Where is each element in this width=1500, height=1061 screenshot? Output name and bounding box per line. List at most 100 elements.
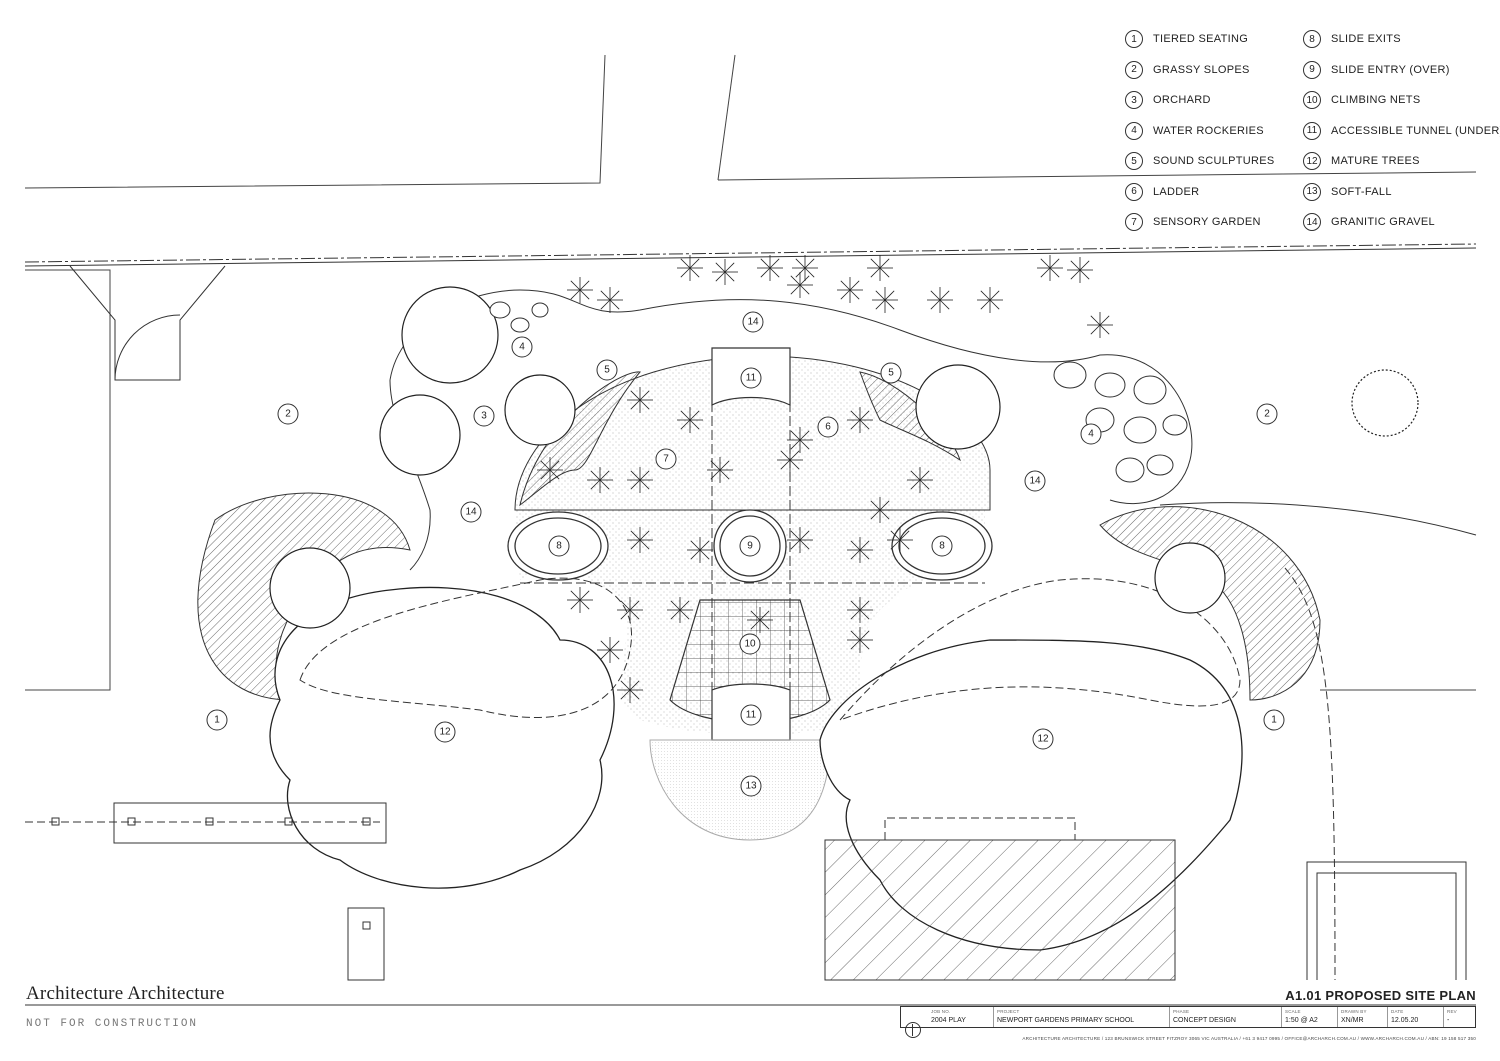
plant-icon (617, 597, 643, 623)
legend-label: GRANITIC GRAVEL (1331, 216, 1435, 228)
plan-callout-number: 5 (888, 368, 894, 379)
plan-callout: 1 (206, 709, 228, 731)
title-block-heading: PHASE (1173, 1009, 1190, 1014)
title-block-value: XN/MR (1341, 1017, 1364, 1024)
plant-icon (567, 277, 593, 303)
plant-icon (567, 587, 593, 613)
plan-callout: 9 (739, 535, 761, 557)
footer-contact: ARCHITECTURE ARCHITECTURE / 123 BRUNSWIC… (1022, 1036, 1476, 1041)
plan-callout-number: 11 (746, 373, 757, 384)
title-block-value: NEWPORT GARDENS PRIMARY SCHOOL (997, 1017, 1135, 1024)
plant-icon (687, 537, 713, 563)
plant-icon (977, 287, 1003, 313)
plan-callout: 2 (1256, 403, 1278, 425)
title-block-divider (1443, 1007, 1444, 1027)
plan-callout: 1 (1263, 709, 1285, 731)
plan-callout: 6 (817, 416, 839, 438)
legend-number: 12 (1303, 152, 1321, 170)
legend-item: 8 SLIDE EXITS (1303, 28, 1401, 50)
plant-icon (757, 255, 783, 281)
plan-callout-number: 2 (285, 409, 291, 420)
legend-item: 5 SOUND SCULPTURES (1125, 150, 1275, 172)
plant-icon (677, 255, 703, 281)
legend-label: WATER ROCKERIES (1153, 124, 1264, 137)
legend-number: 13 (1303, 182, 1321, 201)
legend-number: 2 (1125, 60, 1143, 79)
title-block-divider (1169, 1007, 1170, 1027)
plan-callout: 13 (740, 775, 762, 797)
title-block-value: 12.05.20 (1391, 1017, 1419, 1024)
plan-callout: 14 (460, 501, 482, 523)
legend-number: 10 (1303, 91, 1321, 109)
plan-callout: 12 (1032, 728, 1054, 750)
plant-icon (1037, 255, 1063, 281)
plan-callout-number: 9 (747, 541, 753, 552)
legend-label: ACCESSIBLE TUNNEL (UNDER) (1331, 124, 1500, 137)
plant-stars (537, 255, 1113, 703)
plant-icon (887, 527, 913, 553)
building-bottom (824, 817, 1467, 981)
plan-callout: 4 (511, 336, 533, 358)
plan-callout: 11 (740, 704, 762, 726)
plant-icon (787, 527, 813, 553)
plan-callout: 8 (548, 535, 570, 557)
north-arrow-icon (905, 1022, 921, 1038)
legend-label: MATURE TREES (1331, 155, 1420, 167)
plant-icon (907, 467, 933, 493)
title-block-heading: PROJECT (997, 1009, 1020, 1014)
legend-number: 3 (1125, 91, 1143, 109)
legend-label: SOFT-FALL (1331, 185, 1392, 198)
legend-number: 14 (1303, 213, 1321, 231)
plan-callout: 7 (655, 448, 677, 470)
plant-icon (1067, 257, 1093, 283)
trees (269, 286, 1419, 629)
path-boundary (389, 289, 1193, 505)
plant-icon (707, 457, 733, 483)
title-block-heading: DRAWN BY (1341, 1009, 1367, 1014)
title-block-value: 1:50 @ A2 (1285, 1017, 1318, 1024)
plan-callout-number: 1 (1271, 715, 1277, 726)
plan-callout-number: 12 (439, 727, 451, 738)
not-for-construction-stamp: NOT FOR CONSTRUCTION (26, 1018, 199, 1030)
title-block-heading: JOB NO. (931, 1009, 951, 1014)
plan-callout-number: 6 (825, 422, 831, 433)
plan-callout: 11 (740, 367, 762, 389)
plant-icon (537, 457, 563, 483)
legend-number: 5 (1125, 152, 1143, 170)
plan-callout-number: 12 (1037, 734, 1049, 745)
plan-callout-number: 4 (1088, 429, 1094, 440)
plan-callout: 10 (739, 633, 761, 655)
rockeries (489, 301, 1188, 483)
plant-icon (792, 255, 818, 281)
plan-callout-number: 5 (604, 365, 610, 376)
title-block-divider (1281, 1007, 1282, 1027)
plan-callout: 4 (1080, 423, 1102, 445)
legend-number: 8 (1303, 30, 1321, 48)
plant-icon (712, 259, 738, 285)
title-block-cell: PROJECT NEWPORT GARDENS PRIMARY SCHOOL (995, 1007, 1171, 1027)
legend-item: 14 GRANITIC GRAVEL (1303, 211, 1435, 233)
entrance-gate (69, 265, 226, 381)
legend-label: SLIDE ENTRY (OVER) (1331, 63, 1450, 76)
plant-icon (587, 467, 613, 493)
legend-number: 7 (1125, 213, 1143, 231)
legend-label: SLIDE EXITS (1331, 33, 1401, 45)
plant-icon (597, 287, 623, 313)
plant-icon (847, 597, 873, 623)
title-block-heading: SCALE (1285, 1009, 1301, 1014)
plant-icon (787, 272, 813, 298)
legend-label: SOUND SCULPTURES (1153, 155, 1275, 167)
title-block-value: - (1447, 1017, 1450, 1024)
legend-item: 12 MATURE TREES (1303, 150, 1420, 172)
plan-callout: 2 (277, 403, 299, 425)
title-block-cell: JOB NO.2004 PLAY (929, 1007, 995, 1027)
plant-icon (927, 287, 953, 313)
